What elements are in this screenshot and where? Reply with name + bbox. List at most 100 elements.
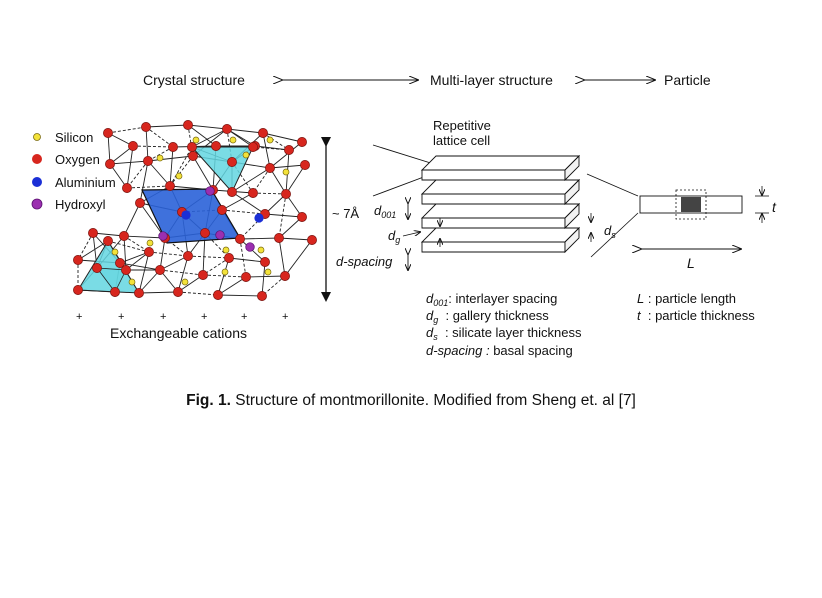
zoom-line-bottom xyxy=(590,212,639,258)
d001-label: d001 xyxy=(374,203,396,220)
cation-markers: + + + + + + xyxy=(76,311,288,323)
silicon-atom xyxy=(181,278,189,286)
bond xyxy=(191,128,228,148)
L-label: L xyxy=(687,255,695,271)
bond xyxy=(261,275,286,297)
oxygen-atom xyxy=(235,234,245,244)
caption-prefix: Fig. 1. xyxy=(186,392,231,409)
bond xyxy=(269,164,306,169)
silicate-layer xyxy=(420,154,581,182)
oxygen-atom xyxy=(222,124,232,134)
hydroxyl-atom xyxy=(245,242,255,252)
oxygen-atom xyxy=(224,253,234,263)
bond xyxy=(169,155,194,187)
bond xyxy=(187,255,230,259)
bond xyxy=(261,261,266,297)
legend-hydroxyl-marker xyxy=(31,198,43,210)
bond xyxy=(264,213,303,218)
crystal-structure: ~ 7Å + + + + + + Exchangeable cations xyxy=(73,120,359,341)
tetrahedron-bottom-mid xyxy=(96,267,127,293)
oxygen-atom xyxy=(88,228,98,238)
oxygen-atom xyxy=(227,157,237,167)
bond xyxy=(77,240,109,261)
oxygen-atom xyxy=(103,236,113,246)
crystal-atoms xyxy=(73,120,317,301)
bond xyxy=(126,160,149,189)
oxygen-atom xyxy=(119,231,129,241)
oxygen-atom xyxy=(168,142,178,152)
oxygen-atom xyxy=(122,183,132,193)
cation-plus: + xyxy=(118,311,124,323)
silicon-atom xyxy=(222,246,230,254)
bond xyxy=(159,237,166,271)
oxygen-atom xyxy=(173,287,183,297)
silicon-atom xyxy=(257,246,265,254)
bond xyxy=(148,251,189,257)
height-label: ~ 7Å xyxy=(332,206,359,221)
bond xyxy=(221,209,266,215)
particle: t L xyxy=(586,173,777,271)
bond xyxy=(177,255,189,293)
silicate-layer xyxy=(420,178,581,206)
hydroxyl-atom xyxy=(158,231,168,241)
bond xyxy=(138,269,161,294)
silicon-atom xyxy=(264,268,272,276)
oxygen-atom xyxy=(143,156,153,166)
oxygen-atom xyxy=(248,142,258,152)
tetrahedron-top xyxy=(190,146,254,193)
oxygen-atom xyxy=(211,141,221,151)
silicon-atom xyxy=(156,154,164,162)
aluminium-atom xyxy=(254,213,264,223)
header-crystal-structure: Crystal structure xyxy=(143,72,245,88)
bond xyxy=(217,257,230,296)
bond xyxy=(231,191,266,215)
bond xyxy=(202,257,230,276)
layer-stack xyxy=(420,154,581,254)
oxygen-atom xyxy=(110,287,120,297)
header-multilayer-structure: Multi-layer structure xyxy=(430,72,553,88)
oxygen-atom xyxy=(187,142,197,152)
bond xyxy=(239,237,280,240)
oxygen-atom xyxy=(300,160,310,170)
bond xyxy=(278,216,303,239)
bond xyxy=(119,262,161,271)
bond xyxy=(92,232,125,237)
oxygen-atom xyxy=(92,263,102,273)
particle-core xyxy=(681,197,701,212)
figure-caption: Fig. 1. Structure of montmorillonite. Mo… xyxy=(0,392,822,410)
bond xyxy=(77,232,94,261)
oxygen-atom xyxy=(188,151,198,161)
silicon-atom xyxy=(242,151,250,159)
def-d-spacing: d-spacing : basal spacing xyxy=(426,343,573,358)
legend-aluminium-marker xyxy=(32,177,42,187)
oxygen-atom xyxy=(200,228,210,238)
oxygen-atom xyxy=(217,205,227,215)
zoom-line-top xyxy=(372,144,438,166)
particle-cell-box xyxy=(675,189,707,220)
oxygen-atom xyxy=(274,233,284,243)
oxygen-atom xyxy=(73,255,83,265)
dg-label: dg xyxy=(388,228,400,245)
oxygen-atom xyxy=(183,251,193,261)
oxygen-atom xyxy=(280,271,290,281)
bond xyxy=(269,141,303,169)
oxygen-atom xyxy=(121,265,131,275)
legend-oxygen-marker xyxy=(32,154,42,164)
bond xyxy=(278,193,287,239)
oxygen-atom xyxy=(183,120,193,130)
legend-silicon-marker xyxy=(33,133,41,141)
octahedron xyxy=(141,188,242,244)
oxygen-atom xyxy=(115,258,125,268)
silicon-atom xyxy=(128,278,136,286)
bond xyxy=(285,164,306,195)
hydroxyl-atom xyxy=(205,186,215,196)
oxygen-atom xyxy=(144,247,154,257)
oxygen-atom xyxy=(260,257,270,267)
bond xyxy=(269,167,287,195)
bond xyxy=(278,237,313,241)
silicon-atom xyxy=(266,136,274,144)
bond xyxy=(217,294,263,297)
header-particle: Particle xyxy=(664,72,711,88)
bond xyxy=(126,185,171,189)
